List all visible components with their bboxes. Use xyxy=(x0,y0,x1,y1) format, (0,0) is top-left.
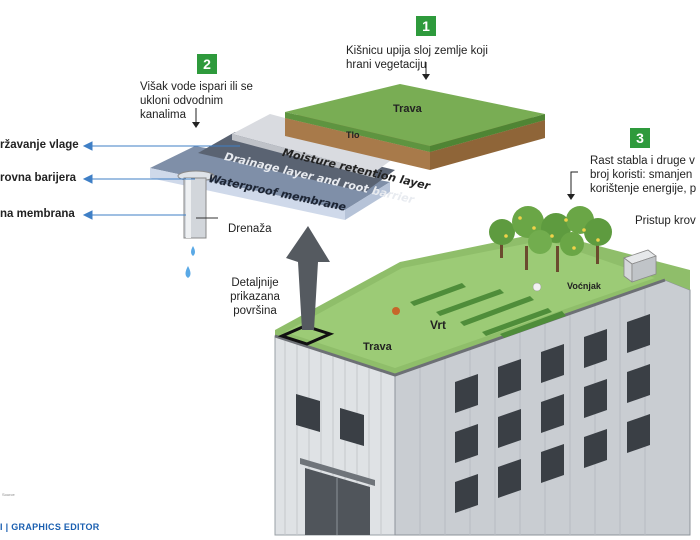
roof-grass-label: Trava xyxy=(363,341,392,353)
label-moisture: ržavanje vlage xyxy=(0,139,79,151)
orchard-label: Voćnjak xyxy=(567,281,601,291)
step-2-badge: 2 xyxy=(197,54,217,74)
layer-soil-label: Tlo xyxy=(346,130,360,140)
layer-grass-label: Trava xyxy=(393,103,422,115)
step-2-caption: Višak vode ispari ili se ukloni odvodnim… xyxy=(140,81,253,121)
step-3-caption: Rast stabla i druge v broj koristi: sman… xyxy=(590,155,697,195)
drainage-label: Drenaža xyxy=(228,223,272,235)
label-root-barrier: rovna barijera xyxy=(0,172,77,184)
detail-label: Detaljnije prikazana površina xyxy=(230,277,280,317)
source-credit: Source xyxy=(2,492,15,497)
step-1-caption: Kišnicu upija sloj zemlje koji hrani veg… xyxy=(346,45,488,71)
step-3-badge: 3 xyxy=(630,128,650,148)
garden-label: Vrt xyxy=(430,318,447,332)
roof-access-label: Pristup krov xyxy=(635,215,696,227)
label-membrane: na membrana xyxy=(0,208,75,220)
graphics-editor-footer: I | GRAPHICS EDITOR xyxy=(0,522,100,532)
step-1-badge: 1 xyxy=(416,16,436,36)
